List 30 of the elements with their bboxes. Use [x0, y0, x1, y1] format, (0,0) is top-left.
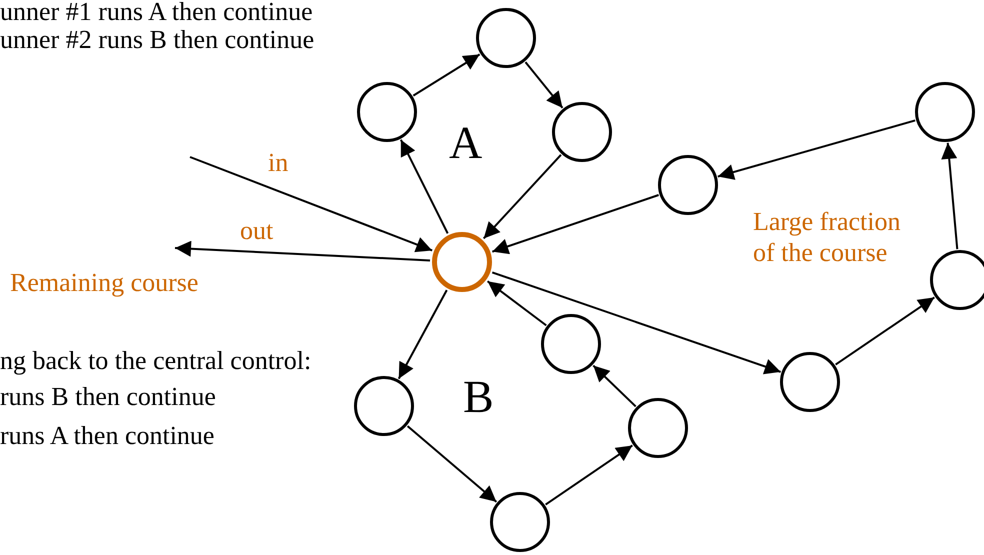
note-text: unner #1 runs A then continue — [0, 0, 313, 25]
loop-letter: A — [449, 120, 482, 166]
arrow — [718, 120, 916, 180]
arrow — [190, 156, 432, 252]
arrow — [412, 54, 480, 96]
arrow — [482, 154, 562, 240]
control-circle — [541, 314, 601, 374]
arrow — [492, 194, 659, 254]
central-control-circle — [432, 232, 492, 292]
note-text: runs B then continue — [0, 384, 216, 410]
control-circle — [930, 250, 984, 310]
loop-letter: B — [463, 374, 494, 420]
arrow — [486, 280, 547, 326]
arrow — [592, 364, 636, 408]
arrow — [174, 240, 430, 262]
note-text: ng back to the central control: — [0, 348, 312, 374]
control-circle — [552, 102, 612, 162]
arrow — [941, 142, 958, 250]
arrow — [406, 425, 498, 503]
arrow — [835, 296, 935, 366]
note-text: Remaining course — [10, 270, 198, 296]
arrow — [545, 444, 633, 506]
arrow — [492, 271, 782, 374]
note-text: unner #2 runs B then continue — [0, 27, 314, 53]
arrow — [524, 61, 564, 109]
arrow — [400, 139, 449, 234]
control-circle — [490, 492, 550, 552]
note-text: runs A then continue — [0, 423, 214, 449]
note-text: Large fraction of the course — [753, 206, 902, 268]
arrow — [398, 290, 448, 380]
